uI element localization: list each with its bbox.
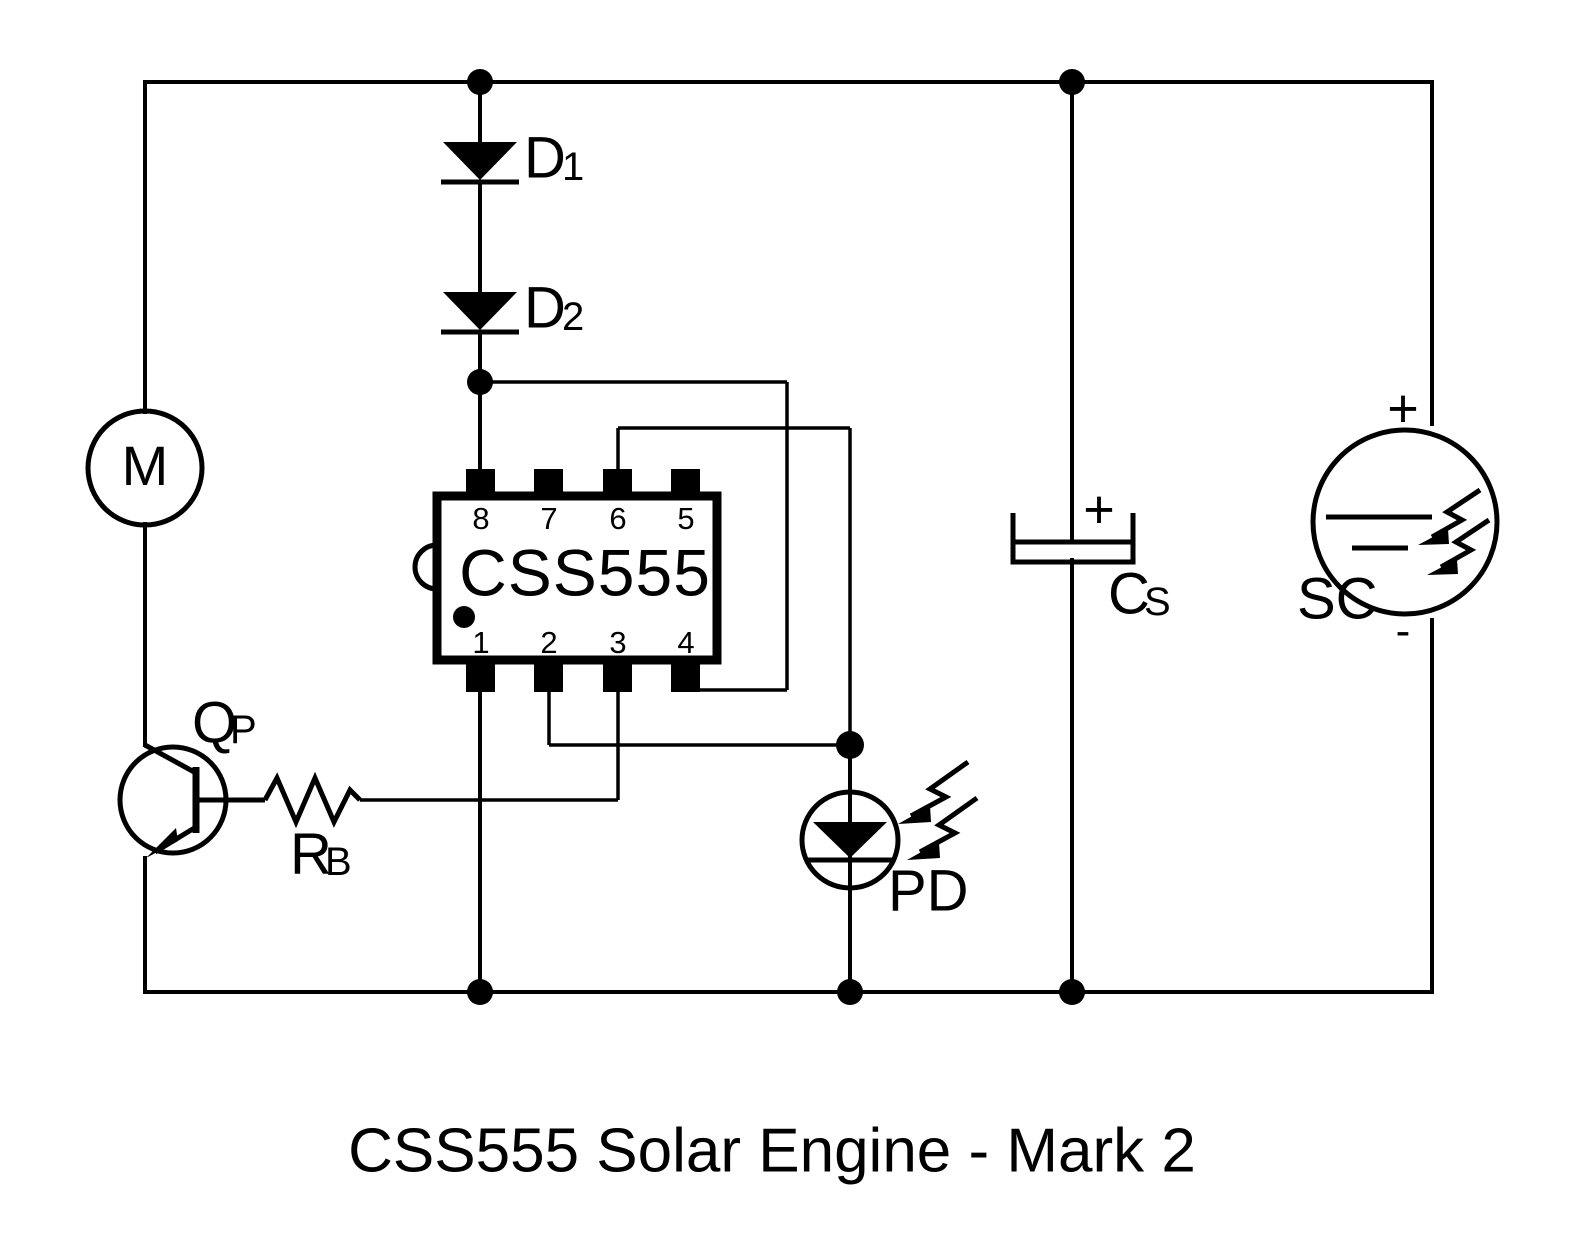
motor-circle	[85, 408, 205, 528]
transistor-sublabel: P	[230, 708, 257, 752]
transistor-collector-lead	[143, 742, 198, 776]
capacitor-sublabel: S	[1144, 580, 1171, 624]
ic-notch	[412, 542, 438, 592]
solar-light-ray-1-arrowhead	[1418, 529, 1449, 545]
node-bottom-photodiode	[837, 979, 863, 1005]
d2-label: D	[524, 275, 566, 340]
ic-pin-number-4: 4	[677, 625, 694, 660]
solar-cell-label: SC	[1297, 566, 1378, 631]
light-ray-2	[918, 795, 979, 855]
motor-label: M	[122, 434, 169, 497]
transistor-symbol: Q P	[117, 690, 265, 858]
photodiode-circle	[799, 789, 901, 891]
photodiode-label: PD	[888, 858, 969, 923]
solar-cell-minus-sign: -	[1396, 607, 1411, 656]
solar-cell-plus-sign: +	[1387, 378, 1419, 438]
d1-label: D	[524, 125, 566, 190]
resistor-sublabel: B	[325, 840, 352, 884]
pin3-net	[360, 663, 620, 802]
ic-pin-number-7: 7	[540, 501, 557, 536]
light-ray-2-arrowhead	[907, 842, 940, 860]
ic-pin1-marker-dot	[453, 606, 475, 628]
transistor-label: Q	[192, 690, 237, 755]
d2-sublabel: 2	[562, 295, 584, 339]
solar-light-ray-2	[1439, 517, 1491, 570]
ic-pin-number-2: 2	[540, 625, 557, 660]
photodiode-symbol: PD	[799, 743, 979, 994]
motor-symbol: M	[85, 408, 205, 528]
capacitor-polarity-plus: +	[1083, 479, 1115, 539]
d1-triangle	[443, 142, 517, 180]
solar-light-ray-1	[1430, 487, 1482, 540]
capacitor-label: C	[1108, 561, 1150, 626]
css555-ic[interactable]: CSS555 8 7 6 5 1 2 3 4	[412, 469, 722, 692]
transistor-emitter-arrow	[146, 828, 178, 858]
junction-dots	[467, 69, 1085, 1005]
light-ray-1	[909, 759, 970, 819]
diode-branch: D 1 D 2	[441, 80, 584, 994]
node-top-capacitor	[1059, 69, 1085, 95]
pin2-net	[547, 663, 850, 747]
diagram-title: CSS555 Solar Engine - Mark 2	[348, 1116, 1196, 1185]
node-pin8-tap	[467, 369, 493, 395]
solar-light-ray-2-arrowhead	[1427, 559, 1458, 575]
capacitor-symbol: + C S	[1010, 80, 1171, 994]
ic-pin-number-6: 6	[609, 501, 626, 536]
power-rails	[143, 80, 1434, 994]
ic-body[interactable]	[432, 491, 722, 665]
resistor-symbol: R B	[262, 771, 362, 886]
ic-pin-number-5: 5	[677, 501, 694, 536]
solar-cell-light-arrows	[1418, 487, 1491, 575]
ic-pin-number-1: 1	[472, 625, 489, 660]
resistor-zigzag	[262, 771, 362, 829]
ic-part-label: CSS555	[459, 535, 711, 609]
ic-pin-number-8: 8	[472, 501, 489, 536]
node-photodiode-top	[836, 731, 864, 759]
node-bottom-capacitor	[1059, 979, 1085, 1005]
d1-sublabel: 1	[562, 145, 584, 189]
d2-triangle	[443, 292, 517, 330]
resistor-label: R	[290, 821, 332, 886]
solar-cell-symbol: + - SC	[1297, 378, 1500, 656]
node-top-diode	[467, 69, 493, 95]
solar-cell-circle	[1310, 427, 1500, 617]
capacitor-negative-plate	[1010, 513, 1136, 565]
node-bottom-diode-branch	[467, 979, 493, 1005]
photodiode-light-arrows	[898, 759, 979, 860]
ic-pin-number-3: 3	[609, 625, 626, 660]
light-ray-1-arrowhead	[898, 806, 931, 824]
photodiode-triangle	[813, 822, 887, 858]
